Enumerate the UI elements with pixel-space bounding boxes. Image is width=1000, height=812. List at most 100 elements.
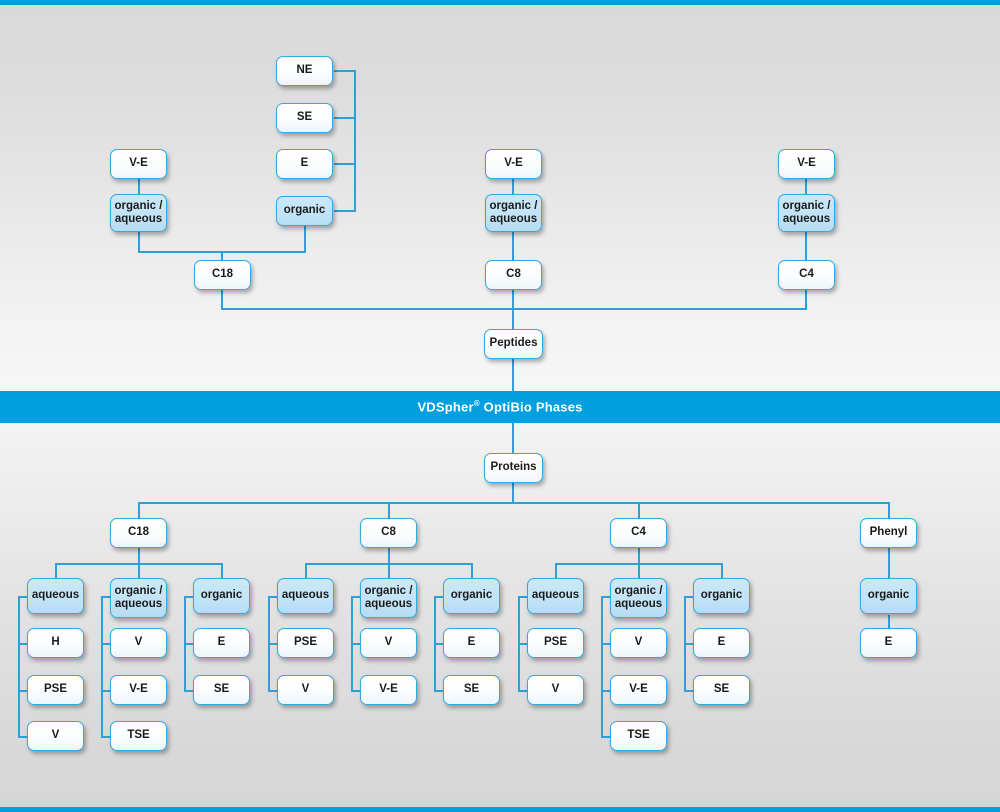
bottom-accent-bar [0,807,1000,812]
node-mode-aqueous-c18-proteins[interactable]: aqueous [27,578,84,614]
node-peptides-root[interactable]: Peptides [484,329,543,359]
connector [471,563,473,578]
connector [184,690,194,692]
node-c4-aqueous-item-1[interactable]: PSE [527,628,584,658]
node-c18-organic-item-1[interactable]: E [193,628,250,658]
connector [805,232,807,261]
connector [434,596,444,598]
connector [334,117,356,119]
node-c4-organic-item-1[interactable]: E [693,628,750,658]
connector [221,563,223,578]
node-proteins-root[interactable]: Proteins [484,453,543,483]
node-phenyl-organic-item-1[interactable]: E [860,628,917,658]
node-phase-c4-proteins[interactable]: C4 [610,518,667,548]
node-c4-organic-aqueous-item-3[interactable]: TSE [610,721,667,751]
connector [518,690,528,692]
connector [888,502,890,519]
node-phase-phenyl-proteins[interactable]: Phenyl [860,518,917,548]
node-mode-organic-c4-proteins[interactable]: organic [693,578,750,614]
connector [601,596,603,737]
connector [354,70,356,212]
node-ve-c18-peptides[interactable]: V-E [110,149,167,179]
node-c18-organic-aqueous-item-3[interactable]: TSE [110,721,167,751]
connector [638,502,640,519]
connector [18,643,28,645]
connector [601,643,611,645]
node-ne[interactable]: NE [276,56,333,86]
node-phase-c8-peptides[interactable]: C8 [485,260,542,290]
connector [101,736,111,738]
node-mode-organic-aqueous-c18-peptides[interactable]: organic / aqueous [110,194,167,232]
node-mode-organic-aqueous-c4-proteins[interactable]: organic / aqueous [610,578,667,618]
node-c8-aqueous-item-2[interactable]: V [277,675,334,705]
connector [638,548,640,564]
node-c8-organic-aqueous-item-2[interactable]: V-E [360,675,417,705]
node-mode-organic-phenyl-proteins[interactable]: organic [860,578,917,614]
node-se[interactable]: SE [276,103,333,133]
connector [638,563,640,578]
connector [334,163,356,165]
node-c8-organic-aqueous-item-1[interactable]: V [360,628,417,658]
connector [388,548,390,564]
node-e[interactable]: E [276,149,333,179]
connector [684,643,694,645]
connector [334,70,356,72]
node-c4-aqueous-item-2[interactable]: V [527,675,584,705]
node-c18-aqueous-item-2[interactable]: PSE [27,675,84,705]
connector [351,690,361,692]
node-ve-c8-peptides[interactable]: V-E [485,149,542,179]
connector [684,596,694,598]
connector [518,643,528,645]
connector [18,736,28,738]
connector [512,308,514,330]
node-mode-organic-aqueous-c18-proteins[interactable]: organic / aqueous [110,578,167,618]
node-c8-organic-item-1[interactable]: E [443,628,500,658]
connector [388,502,390,519]
node-mode-organic-c8-proteins[interactable]: organic [443,578,500,614]
connector [268,643,278,645]
connector [601,736,611,738]
node-c4-organic-aqueous-item-1[interactable]: V [610,628,667,658]
connector [101,596,111,598]
connector [184,596,194,598]
node-c18-organic-aqueous-item-2[interactable]: V-E [110,675,167,705]
node-c8-organic-item-2[interactable]: SE [443,675,500,705]
node-c18-aqueous-item-3[interactable]: V [27,721,84,751]
node-mode-organic-aqueous-c8-proteins[interactable]: organic / aqueous [360,578,417,618]
node-c18-aqueous-item-1[interactable]: H [27,628,84,658]
connector [512,290,514,310]
node-ve-c4-peptides[interactable]: V-E [778,149,835,179]
connector [434,690,444,692]
connector [434,643,444,645]
node-mode-aqueous-c8-proteins[interactable]: aqueous [277,578,334,614]
connector [805,179,807,196]
connector [512,179,514,196]
node-mode-organic-c18-proteins[interactable]: organic [193,578,250,614]
node-c4-organic-item-2[interactable]: SE [693,675,750,705]
node-c4-organic-aqueous-item-2[interactable]: V-E [610,675,667,705]
node-phase-c4-peptides[interactable]: C4 [778,260,835,290]
connector [351,643,361,645]
connector [512,232,514,261]
connector [555,563,557,578]
banner-title: VDSpher® OptiBio Phases [417,399,583,415]
node-phase-c18-proteins[interactable]: C18 [110,518,167,548]
node-mode-aqueous-c4-proteins[interactable]: aqueous [527,578,584,614]
connector [721,563,723,578]
connector [805,290,807,310]
node-mode-organic-aqueous-c8-peptides[interactable]: organic / aqueous [485,194,542,232]
node-phase-c18-peptides[interactable]: C18 [194,260,251,290]
connector [305,563,307,578]
connector [351,596,361,598]
node-c18-organic-item-2[interactable]: SE [193,675,250,705]
connector [101,596,103,737]
connector [512,483,514,504]
connector [138,179,140,196]
connector [101,643,111,645]
node-c8-aqueous-item-1[interactable]: PSE [277,628,334,658]
node-phase-c8-proteins[interactable]: C8 [360,518,417,548]
node-mode-organic-c18-peptides[interactable]: organic [276,196,333,226]
node-c18-organic-aqueous-item-1[interactable]: V [110,628,167,658]
node-mode-organic-aqueous-c4-peptides[interactable]: organic / aqueous [778,194,835,232]
